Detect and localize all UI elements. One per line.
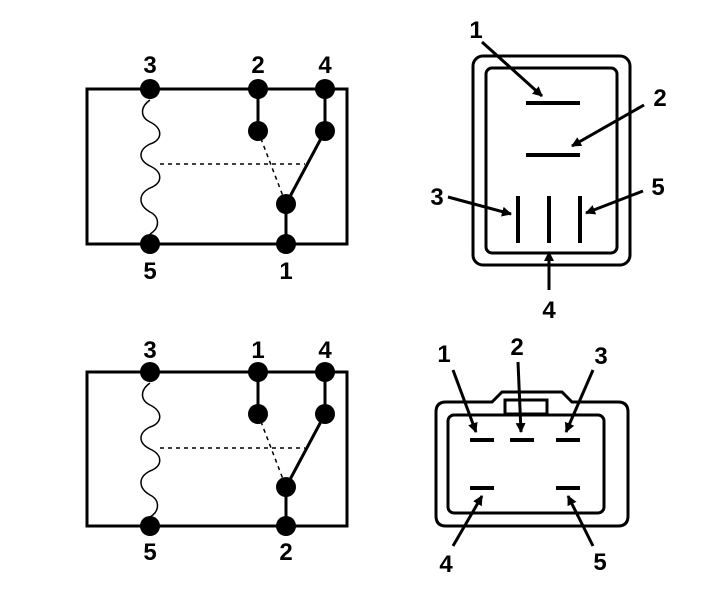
nc-path: [257, 413, 287, 488]
pin-label: 2: [251, 52, 264, 79]
pin-label: 3: [143, 52, 156, 79]
terminal-dot: [140, 362, 160, 382]
leader-arrow: [585, 189, 644, 215]
leader-arrow: [566, 495, 595, 547]
pin-label: 2: [279, 539, 292, 566]
pin-label: 1: [469, 17, 482, 44]
contact-dot: [248, 121, 268, 141]
nc-path: [257, 130, 287, 205]
pin-label: 5: [143, 258, 156, 285]
pin-label: 3: [143, 337, 156, 364]
contact-dot: [315, 404, 335, 424]
pin-label: 4: [318, 337, 332, 364]
connector-outer-shell: [434, 390, 630, 528]
pin-label: 4: [439, 551, 453, 578]
switch-arm: [284, 130, 327, 205]
terminal-dot: [140, 234, 160, 254]
relay-coil: [140, 382, 161, 518]
relay-coil: [140, 99, 161, 235]
connector-outer-shell: [471, 54, 632, 267]
terminal-dot: [315, 79, 335, 99]
relay-schematic-top: 3 2 4 5 1: [85, 52, 349, 285]
leader-arrow: [447, 195, 512, 217]
pin-label: 5: [593, 549, 606, 576]
terminal-dot: [276, 516, 296, 536]
leader-arrow: [564, 369, 595, 433]
pin-label: 1: [437, 341, 450, 368]
pin-label: 4: [318, 52, 332, 79]
connector-top: 1 2 3 5 4: [430, 17, 666, 324]
pin-label: 1: [251, 337, 264, 364]
leader-arrow: [480, 40, 544, 98]
terminal-dot: [248, 79, 268, 99]
connector-inner-shell: [484, 66, 619, 255]
leader-arrow: [515, 361, 526, 433]
terminal-dot: [140, 516, 160, 536]
connector-inner-shell: [446, 413, 606, 515]
pin-label: 1: [279, 258, 292, 285]
terminal-dot: [276, 234, 296, 254]
connector-bottom: 1 2 3 4 5: [434, 334, 630, 578]
leader-arrow: [571, 103, 645, 148]
pin-label: 3: [430, 184, 443, 211]
connector-latch: [503, 398, 549, 416]
pin-label: 2: [653, 85, 666, 112]
pin-label: 2: [510, 334, 523, 361]
relay-body: [85, 87, 349, 246]
switch-arm: [284, 413, 327, 488]
relay-body: [85, 370, 349, 528]
relay-schematic-bottom: 3 1 4 5 2: [85, 337, 349, 566]
terminal-dot: [140, 79, 160, 99]
contact-dot: [315, 121, 335, 141]
leader-arrow: [451, 495, 484, 547]
contact-dot: [248, 404, 268, 424]
terminal-dot: [248, 362, 268, 382]
pin-label: 5: [651, 174, 664, 201]
switch-pivot-dot: [276, 194, 296, 214]
pin-label: 3: [594, 343, 607, 370]
pin-label: 5: [143, 539, 156, 566]
switch-pivot-dot: [276, 477, 296, 497]
pin-label: 4: [542, 297, 556, 324]
leader-arrow: [451, 369, 478, 433]
terminal-dot: [315, 362, 335, 382]
